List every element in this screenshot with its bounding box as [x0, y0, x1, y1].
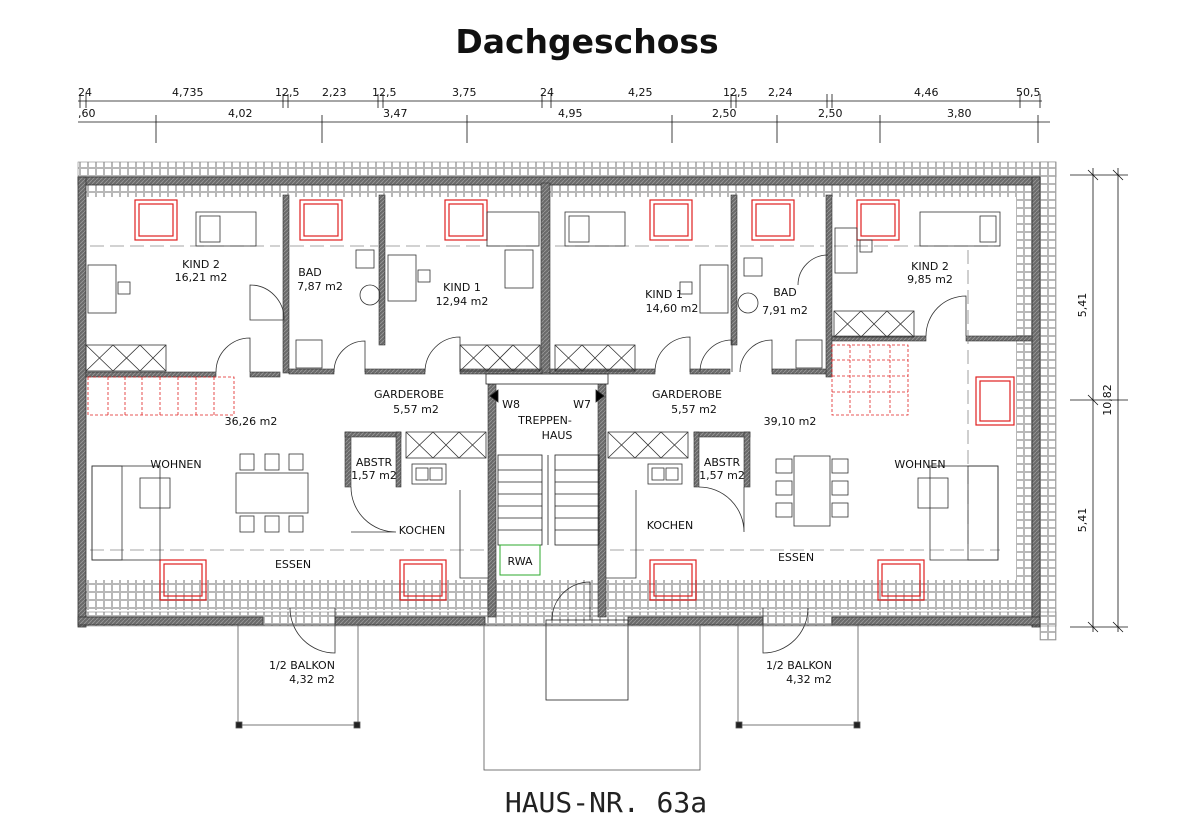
- living-left-area: 36,26 m2: [225, 415, 278, 428]
- kind1-left-area: 12,94 m2: [436, 295, 489, 308]
- dim-top-3: 12,5: [275, 86, 300, 99]
- balkon-left-name: 1/2 BALKON: [269, 659, 335, 672]
- abstr-right-area: 1,57 m2: [699, 469, 745, 482]
- attic-stairs: [87, 344, 909, 416]
- plan-title: Dachgeschoss: [455, 22, 719, 61]
- dim-top2-3: 3,47: [383, 107, 408, 120]
- dim-top-6: 3,75: [452, 86, 477, 99]
- dim-top2-4: 4,95: [558, 107, 583, 120]
- bad-right-name: BAD: [773, 286, 797, 299]
- dim-right-1: 5,41: [1076, 293, 1089, 318]
- room-labels: KIND 2 16,21 m2 BAD 7,87 m2 KIND 1 12,94…: [150, 258, 952, 686]
- kochen-left-label: KOCHEN: [399, 524, 445, 537]
- dimension-labels-top: 24 4,735 12,5 2,23 12,5 3,75 24 4,25 12,…: [78, 86, 1041, 120]
- inner-walls: [85, 182, 1033, 618]
- essen-right-label: ESSEN: [778, 551, 814, 564]
- dim-top-7: 24: [540, 86, 554, 99]
- kochen-right-label: KOCHEN: [647, 519, 693, 532]
- dim-top-2: 4,735: [172, 86, 204, 99]
- w8-label: W8: [502, 398, 520, 411]
- rwa-box: [499, 544, 541, 576]
- garderobe-left-area: 5,57 m2: [393, 403, 439, 416]
- garderobe-right-name: GARDEROBE: [652, 388, 722, 401]
- dim-top-8: 4,25: [628, 86, 653, 99]
- wohnen-left-label: WOHNEN: [150, 458, 201, 471]
- abstr-left-area: 1,57 m2: [351, 469, 397, 482]
- roof-overhang: [77, 161, 1057, 641]
- dimension-chain-right: [1070, 168, 1128, 633]
- dim-top-10: 2,24: [768, 86, 793, 99]
- living-right-area: 39,10 m2: [764, 415, 817, 428]
- bad-right-area: 7,91 m2: [762, 304, 808, 317]
- dim-top-12: 50,5: [1016, 86, 1041, 99]
- dim-right-3: 5,41: [1076, 508, 1089, 533]
- dim-top2-5: 2,50: [712, 107, 737, 120]
- kind2-right-area: 9,85 m2: [907, 273, 953, 286]
- dim-right-2: 10,82: [1101, 384, 1114, 416]
- balkon-left-area: 4,32 m2: [289, 673, 335, 686]
- dim-top2-2: 4,02: [228, 107, 253, 120]
- dim-top-1: 24: [78, 86, 92, 99]
- kind1-right-area: 14,60 m2: [646, 302, 699, 315]
- treppenhaus-line1: TREPPEN-: [517, 414, 572, 427]
- house-number-label: HAUS-NR. 63a: [505, 786, 707, 819]
- abstr-right-name: ABSTR: [704, 456, 741, 469]
- abstr-left-name: ABSTR: [356, 456, 393, 469]
- balkon-right-name: 1/2 BALKON: [766, 659, 832, 672]
- dim-top-5: 12,5: [372, 86, 397, 99]
- dim-top-11: 4,46: [914, 86, 939, 99]
- wohnen-right-label: WOHNEN: [894, 458, 945, 471]
- dim-top-4: 2,23: [322, 86, 347, 99]
- balconies: [235, 624, 861, 771]
- kind1-right-name: KIND 1: [645, 288, 683, 301]
- treppenhaus-stairs: [485, 373, 629, 701]
- bad-left-name: BAD: [298, 266, 322, 279]
- garderobe-left-name: GARDEROBE: [374, 388, 444, 401]
- kind2-left-name: KIND 2: [182, 258, 220, 271]
- w7-label: W7: [573, 398, 591, 411]
- kind2-left-area: 16,21 m2: [175, 271, 228, 284]
- bad-left-area: 7,87 m2: [297, 280, 343, 293]
- furniture: [85, 211, 1001, 579]
- rwa-label: RWA: [508, 555, 533, 568]
- dim-top2-1: ,60: [78, 107, 96, 120]
- dim-top2-6: 2,50: [818, 107, 843, 120]
- dim-top-9: 12,5: [723, 86, 748, 99]
- garderobe-right-area: 5,57 m2: [671, 403, 717, 416]
- dim-top2-7: 3,80: [947, 107, 972, 120]
- outer-walls: [77, 176, 1041, 628]
- dimension-chain-top: [78, 94, 1050, 143]
- kind1-left-name: KIND 1: [443, 281, 481, 294]
- essen-left-label: ESSEN: [275, 558, 311, 571]
- balkon-right-area: 4,32 m2: [786, 673, 832, 686]
- kind2-right-name: KIND 2: [911, 260, 949, 273]
- doors: [215, 254, 967, 654]
- treppenhaus-line2: HAUS: [542, 429, 573, 442]
